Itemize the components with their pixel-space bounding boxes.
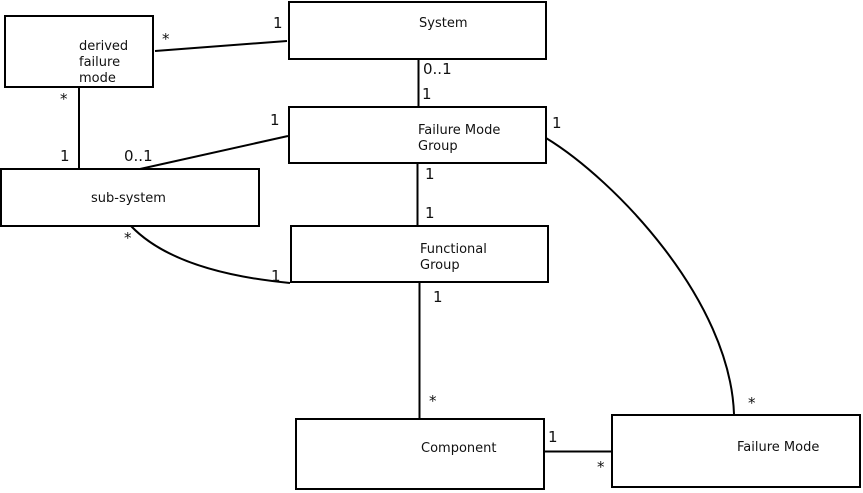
multiplicity-failure-mode-top-end: * [748, 394, 756, 412]
box-system: System [288, 1, 547, 60]
box-label-line: sub-system [91, 191, 166, 206]
multiplicity-sub-system-diagonal-end: 0..1 [124, 147, 153, 165]
box-functional-group: Functional Group [290, 225, 549, 283]
box-label-line: Failure Mode [418, 123, 501, 138]
multiplicity-system-bottom-end: 0..1 [423, 60, 452, 78]
box-derived-failure-mode: derived failure mode [4, 15, 154, 88]
box-component: Component [295, 418, 545, 490]
box-label-line: Failure Mode [737, 440, 820, 455]
box-label-line: mode [79, 71, 116, 86]
box-failure-mode-group: Failure Mode Group [288, 106, 547, 164]
multiplicity-sub-system-bottom-end: * [124, 229, 132, 247]
multiplicity-failure-mode-left-end: * [597, 458, 605, 476]
multiplicity-derived-failure-mode-bottom-end: * [60, 90, 68, 108]
connector-sub-system-functional-group [130, 225, 291, 284]
multiplicity-functional-group-top-end: 1 [425, 204, 435, 222]
connector-derived-failure-mode-system [154, 40, 288, 52]
multiplicity-failure-mode-group-bottom-end: 1 [425, 165, 435, 183]
box-label-line: Component [421, 441, 497, 456]
box-label-line: Group [418, 139, 458, 154]
multiplicity-derived-failure-mode-end: * [162, 30, 170, 48]
box-failure-mode: Failure Mode [611, 414, 861, 488]
box-sub-system: sub-system [0, 168, 260, 227]
multiplicity-failure-mode-group-right-end: 1 [552, 114, 562, 132]
multiplicity-system-end: 1 [273, 14, 283, 32]
connector-failure-mode-group-failure-mode [545, 137, 735, 415]
multiplicity-functional-group-bottom-end: 1 [433, 288, 443, 306]
box-label-line: failure [79, 55, 121, 70]
box-label-line: Group [420, 258, 460, 273]
multiplicity-sub-system-top-end: 1 [60, 147, 70, 165]
box-label-line: Functional [420, 242, 487, 257]
box-label-line: derived [79, 39, 129, 54]
connector-failure-mode-group-sub-system [139, 135, 289, 170]
multiplicity-functional-group-left-end: 1 [271, 267, 281, 285]
box-label-line: System [419, 16, 468, 31]
multiplicity-failure-mode-group-top-end: 1 [422, 85, 432, 103]
multiplicity-failure-mode-group-left-end: 1 [270, 111, 280, 129]
multiplicity-component-top-end: * [429, 392, 437, 410]
multiplicity-component-right-end: 1 [548, 428, 558, 446]
